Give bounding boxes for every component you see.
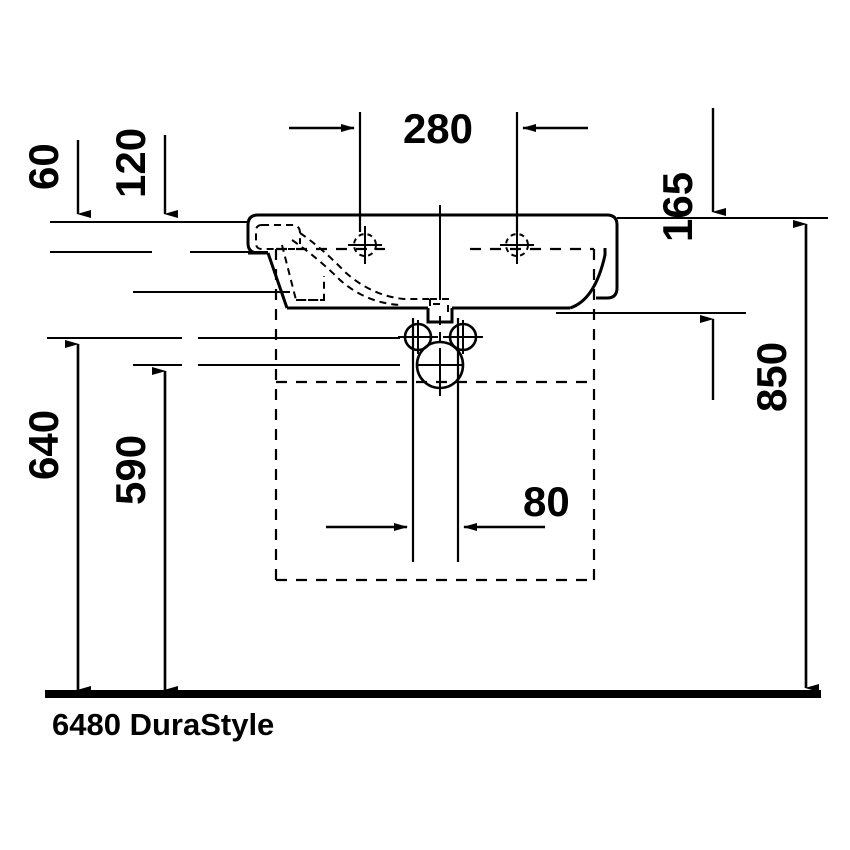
dimension-640-label: 640 bbox=[20, 410, 67, 480]
floor-line bbox=[45, 690, 821, 698]
tap-hole-right bbox=[500, 226, 534, 264]
supply-connection-right bbox=[443, 320, 483, 354]
dimension-80: 80 bbox=[326, 318, 570, 562]
dimension-850: 850 bbox=[748, 220, 819, 692]
dimension-165: 165 bbox=[654, 108, 726, 400]
dimension-120-label: 120 bbox=[107, 128, 154, 198]
cabinet-outline-dashed bbox=[274, 247, 596, 582]
dimension-120: 120 bbox=[107, 128, 178, 218]
dimension-80-label: 80 bbox=[523, 478, 570, 525]
drawing-caption: 6480 DuraStyle bbox=[52, 707, 274, 742]
dimension-280-label: 280 bbox=[403, 105, 473, 152]
dimension-280: 280 bbox=[289, 105, 588, 232]
dimension-640: 640 bbox=[20, 340, 91, 694]
waste-outlet-circle bbox=[415, 340, 465, 390]
basin-hidden-contours bbox=[255, 224, 449, 312]
dimension-850-label: 850 bbox=[748, 342, 795, 412]
dimension-590-label: 590 bbox=[107, 435, 154, 505]
dimension-60: 60 bbox=[20, 140, 91, 218]
extension-lines-right bbox=[556, 217, 828, 314]
dimension-590: 590 bbox=[107, 367, 178, 694]
supply-connection-left bbox=[398, 320, 438, 354]
tap-hole-left bbox=[348, 226, 382, 264]
dimension-165-label: 165 bbox=[654, 172, 701, 242]
dimension-60-label: 60 bbox=[20, 143, 67, 190]
extension-lines-left bbox=[47, 221, 400, 366]
